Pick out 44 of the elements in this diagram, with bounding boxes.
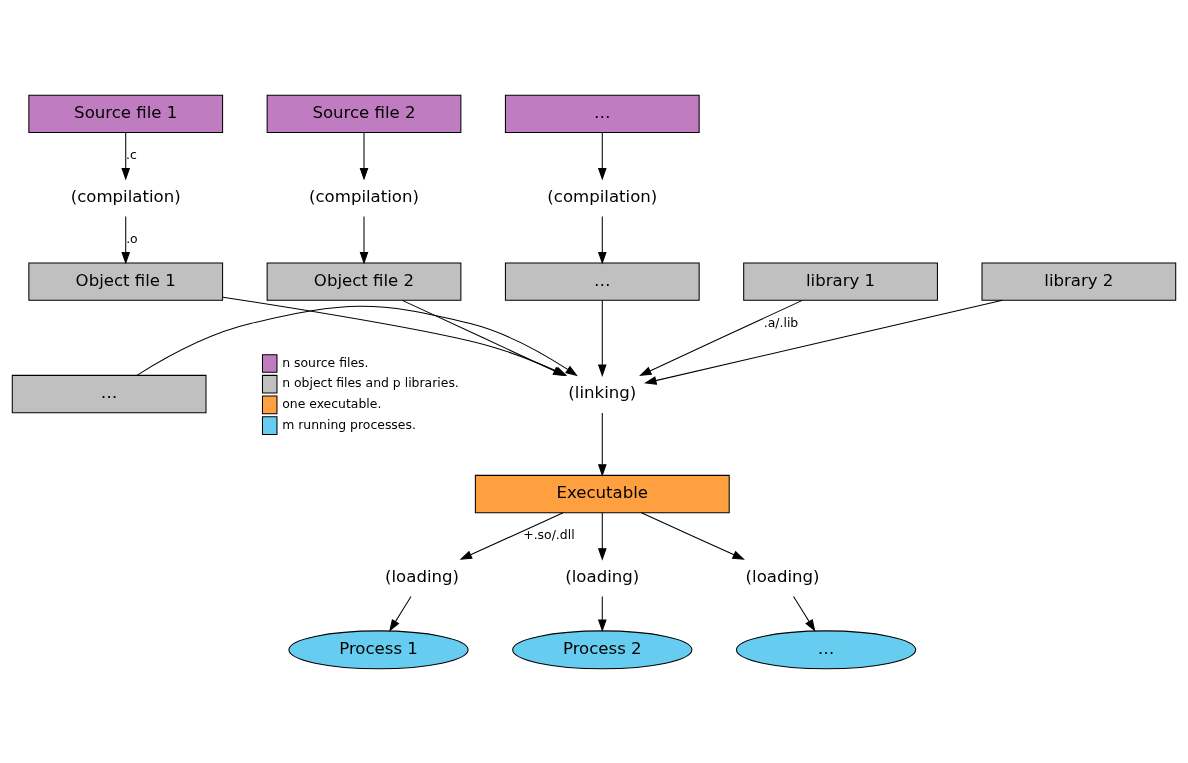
edge-label: .o [126,230,138,246]
arrow [793,595,816,632]
legend-label: m running processes. [282,416,416,432]
arrow [597,511,607,561]
arrow [121,131,131,181]
node-box: … [11,374,207,413]
node-text: (compilation) [70,186,181,206]
node-box: Executable [474,474,730,513]
arrow [597,299,607,377]
node-text: (compilation) [547,186,658,206]
node-text: (loading) [385,566,459,586]
node-box: Source file 1 [28,94,224,133]
node-ellipse: Process 2 [512,629,693,669]
arrow [644,299,1004,385]
arrow [121,215,131,264]
node-box: library 1 [743,261,938,301]
arrow [597,412,607,477]
node-text: (loading) [745,566,820,586]
edge-label: .a/.lib [763,314,799,330]
arrow [640,511,745,560]
arrow [597,595,607,632]
arrow [459,511,564,560]
edge-label: +.so/.dll [523,526,575,542]
node-text: (compilation) [309,186,419,206]
node-box: Object file 1 [28,261,224,301]
node-box: library 2 [981,261,1177,301]
edge-label: .c [126,146,137,162]
legend-label: n object files and p libraries. [282,374,459,390]
arrow [597,215,607,264]
node-text: (linking) [568,382,637,402]
node-box: Source file 2 [266,94,462,133]
node-box: … [504,261,700,301]
arrow [597,131,607,181]
arrow [389,595,412,632]
arrow [639,299,803,376]
arrow [359,215,369,264]
node-ellipse: … [735,629,917,669]
node-ellipse: Process 1 [288,629,469,669]
node-text: (loading) [565,566,640,586]
legend-label: one executable. [282,395,382,411]
node-box: Object file 2 [266,261,462,301]
legend-label: n source files. [282,354,369,370]
node-box: … [504,94,700,133]
arrow [359,131,369,181]
